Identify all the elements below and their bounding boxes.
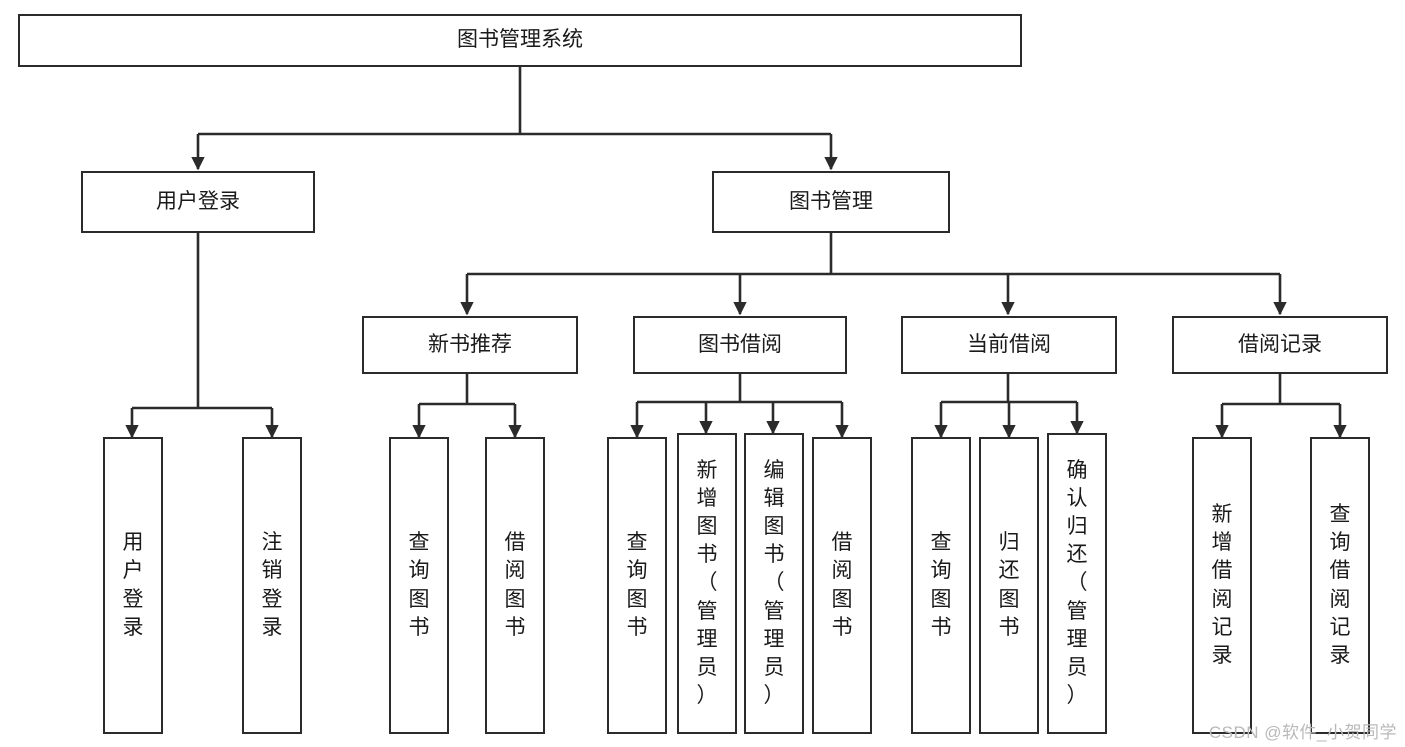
node-book-borrow[interactable]: 图书借阅 — [633, 316, 847, 374]
leaf-logout[interactable]: 注 销 登 录 — [242, 437, 302, 734]
leaf-add-record[interactable]: 新 增 借 阅 记 录 — [1192, 437, 1252, 734]
node-new-book-recommend[interactable]: 新书推荐 — [362, 316, 578, 374]
leaf-confirm-return[interactable]: 确 认 归 还 （ 管 理 员 ） — [1047, 433, 1107, 734]
leaf-query-book-3-label: 查 询 图 书 — [930, 531, 952, 639]
leaf-query-book-3[interactable]: 查 询 图 书 — [911, 437, 971, 734]
leaf-query-book-1[interactable]: 查 询 图 书 — [389, 437, 449, 734]
leaf-borrow-book-2[interactable]: 借 阅 图 书 — [812, 437, 872, 734]
leaf-user-login[interactable]: 用 户 登 录 — [103, 437, 163, 734]
leaf-query-record[interactable]: 查 询 借 阅 记 录 — [1310, 437, 1370, 734]
leaf-query-record-label: 查 询 借 阅 记 录 — [1329, 503, 1351, 667]
node-new-book-recommend-label: 新书推荐 — [428, 332, 512, 356]
node-root[interactable]: 图书管理系统 — [18, 14, 1022, 67]
leaf-user-login-label: 用 户 登 录 — [122, 531, 144, 639]
leaf-borrow-book-1-label: 借 阅 图 书 — [504, 531, 526, 639]
leaf-query-book-1-label: 查 询 图 书 — [408, 531, 430, 639]
node-book-borrow-label: 图书借阅 — [698, 332, 782, 356]
watermark: CSDN @软件_小贺同学 — [1208, 723, 1397, 742]
leaf-return-book[interactable]: 归 还 图 书 — [979, 437, 1039, 734]
node-borrow-record[interactable]: 借阅记录 — [1172, 316, 1388, 374]
leaf-borrow-book-1[interactable]: 借 阅 图 书 — [485, 437, 545, 734]
leaf-return-book-label: 归 还 图 书 — [998, 531, 1020, 639]
leaf-confirm-return-label: 确 认 归 还 （ 管 理 员 ） — [1066, 458, 1088, 707]
leaf-add-book[interactable]: 新 增 图 书 （ 管 理 员 ） — [677, 433, 737, 734]
node-borrow-record-label: 借阅记录 — [1238, 332, 1322, 356]
node-current-borrow[interactable]: 当前借阅 — [901, 316, 1117, 374]
node-book-management[interactable]: 图书管理 — [712, 171, 950, 233]
node-user-login[interactable]: 用户登录 — [81, 171, 315, 233]
node-book-management-label: 图书管理 — [789, 189, 873, 213]
node-user-login-label: 用户登录 — [156, 189, 240, 213]
leaf-edit-book[interactable]: 编 辑 图 书 （ 管 理 员 ） — [744, 433, 804, 734]
leaf-add-record-label: 新 增 借 阅 记 录 — [1211, 503, 1233, 667]
node-current-borrow-label: 当前借阅 — [967, 332, 1051, 356]
leaf-borrow-book-2-label: 借 阅 图 书 — [831, 531, 853, 639]
leaf-query-book-2[interactable]: 查 询 图 书 — [607, 437, 667, 734]
node-root-label: 图书管理系统 — [457, 28, 583, 52]
leaf-logout-label: 注 销 登 录 — [261, 531, 283, 639]
leaf-query-book-2-label: 查 询 图 书 — [626, 531, 648, 639]
leaf-add-book-label: 新 增 图 书 （ 管 理 员 ） — [696, 458, 718, 707]
leaf-edit-book-label: 编 辑 图 书 （ 管 理 员 ） — [763, 458, 785, 707]
